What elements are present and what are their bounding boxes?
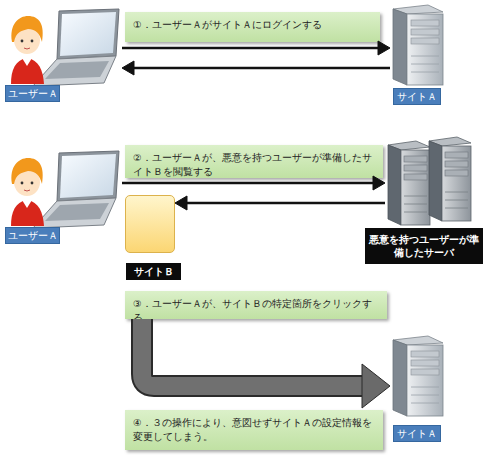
node-label: サイトＢ <box>126 263 181 280</box>
step-note-box: ②．ユーザーＡが、悪意を持つユーザーが準備したサイトＢを閲覧する <box>125 145 383 178</box>
request-arrow <box>122 41 390 55</box>
step-note-box: ④．３の操作により、意図せずサイトＡの設定情報を変更してしまう。 <box>125 410 383 450</box>
step-note-box: ①．ユーザーＡがサイトＡにログインする <box>125 12 380 42</box>
server-illustration <box>393 5 443 85</box>
user-node: ユーザーＡ <box>3 150 122 230</box>
user-illustration <box>11 9 119 86</box>
server-illustration <box>388 141 430 225</box>
step-text: ①．ユーザーＡがサイトＡにログインする <box>133 18 372 32</box>
arrow-head <box>175 196 187 210</box>
arrow-head <box>373 176 385 190</box>
node-label: ユーザーＡ <box>5 85 60 102</box>
arrow-line <box>122 47 379 50</box>
request-arrow <box>122 176 385 190</box>
node-label: ユーザーＡ <box>5 227 60 244</box>
server-node: サイトＡ <box>390 4 444 86</box>
request-arrow <box>122 61 390 75</box>
server-illustration <box>429 137 471 221</box>
arrow-shaft-outline <box>142 319 364 386</box>
node-label: 悪意を持つユーザーが準備したサーバ <box>365 228 483 264</box>
arrow-line <box>122 182 374 185</box>
arrow-line <box>133 67 390 70</box>
flow-arrow <box>142 319 390 408</box>
request-arrow <box>175 196 385 210</box>
arrow-line <box>186 202 385 205</box>
server-illustration <box>393 336 443 416</box>
step-note-box: ③．ユーザーＡが、サイトＢの特定箇所をクリックする。 <box>125 291 387 319</box>
step-text: ③．ユーザーＡが、サイトＢの特定箇所をクリックする。 <box>133 297 379 325</box>
arrow-shaft <box>142 319 364 386</box>
user-node: ユーザーＡ <box>3 8 122 88</box>
node-label: サイトＡ <box>393 425 441 442</box>
server-node: 悪意を持つユーザーが準備したサーバ <box>385 138 472 226</box>
arrow-head <box>378 41 390 55</box>
step-text: ②．ユーザーＡが、悪意を持つユーザーが準備したサイトＢを閲覧する <box>133 151 375 179</box>
step-text: ④．３の操作により、意図せずサイトＡの設定情報を変更してしまう。 <box>133 416 375 444</box>
arrow-head <box>362 364 390 408</box>
node-label: サイトＡ <box>393 88 441 105</box>
arrow-head <box>122 61 134 75</box>
user-illustration <box>11 151 119 228</box>
server-node: サイトＡ <box>390 335 444 417</box>
web-page-node: サイトＢ <box>125 195 175 253</box>
